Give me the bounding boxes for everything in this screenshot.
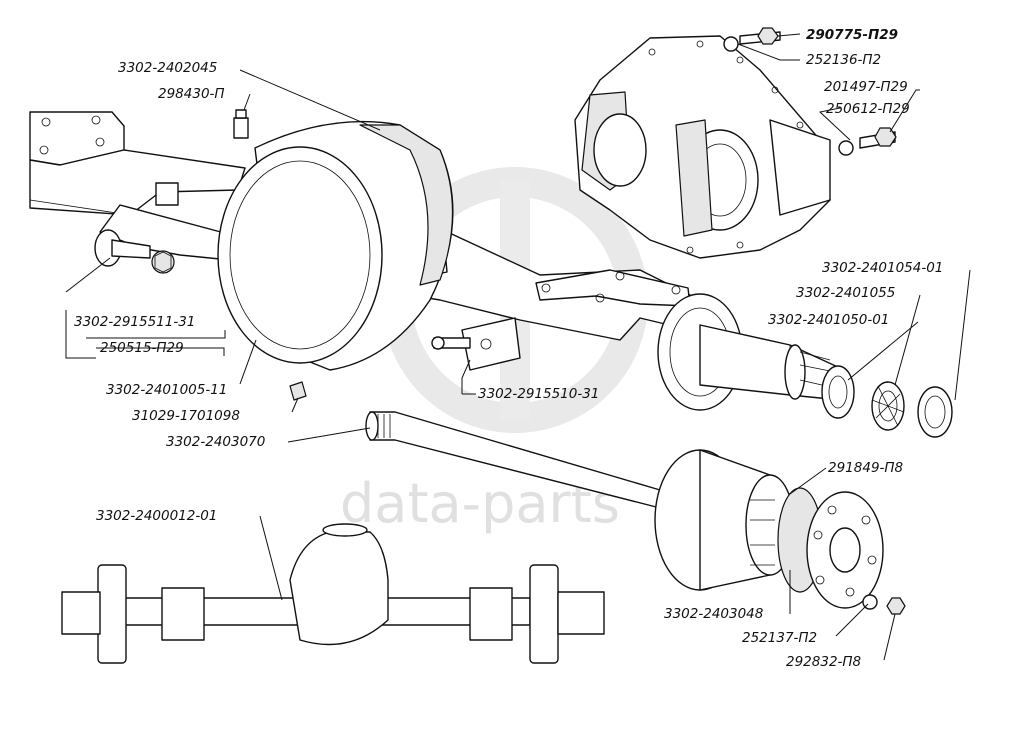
label-291849-p8: 291849-П8 [828, 460, 903, 476]
carrier-bolts [723, 27, 897, 156]
label-250515-p29: 250515-П29 [100, 340, 184, 356]
label-3302-2402045: 3302-2402045 [118, 60, 217, 76]
label-3302-2400012-01: 3302-2400012-01 [96, 508, 217, 524]
label-3302-2401054-01: 3302-2401054-01 [822, 260, 943, 276]
label-252136-p2: 252136-П2 [806, 52, 881, 68]
wheel-hub [654, 449, 906, 615]
hub-nuts [821, 365, 953, 438]
label-250612-p29: 250612-П29 [826, 101, 910, 117]
label-3302-2915511-31: 3302-2915511-31 [74, 314, 195, 330]
label-201497-p29: 201497-П29 [824, 79, 908, 95]
differential-carrier [574, 35, 831, 259]
part-labels: 290775-П29 252136-П2 201497-П29 250612-П… [74, 27, 943, 670]
label-3302-2403070: 3302-2403070 [166, 434, 265, 450]
label-3302-2401055: 3302-2401055 [796, 285, 895, 301]
label-298430-p: 298430-П [158, 86, 225, 102]
leader-lines [65, 33, 971, 661]
label-3302-2403048: 3302-2403048 [664, 606, 763, 622]
label-290775-p29: 290775-П29 [806, 27, 898, 43]
drain-plug [289, 381, 307, 401]
assembled-axle-overview [61, 523, 605, 664]
label-252137-p2: 252137-П2 [742, 630, 817, 646]
differential-cover [217, 146, 383, 364]
differential-housing [217, 109, 521, 401]
label-3302-2401050-01: 3302-2401050-01 [768, 312, 889, 328]
axle-housing [29, 111, 841, 411]
label-292832-p8: 292832-П8 [786, 654, 861, 670]
label-3302-2401005-11: 3302-2401005-11 [106, 382, 227, 398]
left-bolt-and-nut [94, 229, 175, 274]
label-3302-2915510-31: 3302-2915510-31 [478, 386, 599, 402]
label-31029-1701098: 31029-1701098 [132, 408, 240, 424]
breather-plug [233, 117, 249, 139]
